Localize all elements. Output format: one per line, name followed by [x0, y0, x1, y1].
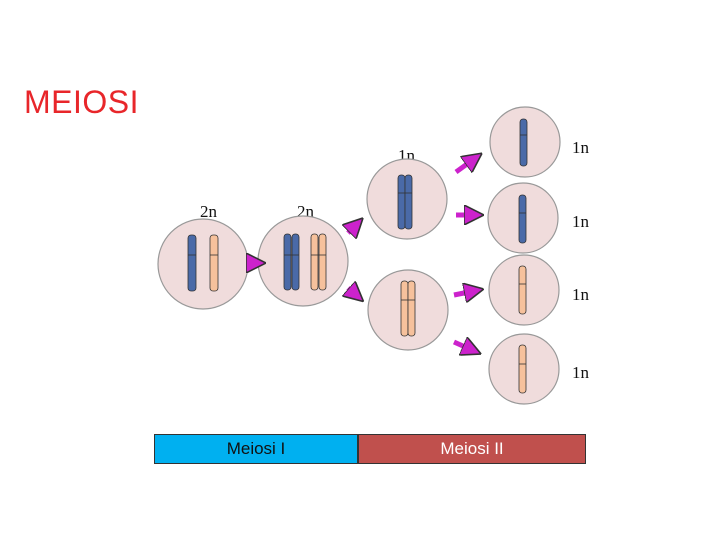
chromatid-peach [318, 233, 327, 291]
chromatid-peach [400, 280, 409, 337]
chromosome-blue [518, 194, 527, 244]
chromosome-peach [518, 265, 527, 315]
arrow-icon [348, 288, 356, 295]
cell-gamete-3 [488, 254, 560, 326]
cell-gamete-2 [487, 182, 559, 254]
arrow-icon [453, 291, 474, 295]
chromosome-blue [187, 234, 197, 292]
arrow-icon [452, 342, 472, 350]
ploidy-label-parent: 2n [200, 202, 217, 221]
cell-replicated [257, 215, 349, 307]
arrow-icon [454, 159, 474, 175]
ploidy-label-gamete-1: 1n [572, 138, 589, 157]
chromatid-blue [291, 233, 300, 291]
arrows [248, 159, 474, 350]
phase-bar-meiosis-1: Meiosi I [154, 434, 358, 464]
ploidy-label-gamete-2: 1n [572, 212, 589, 231]
chromosome-blue [519, 118, 528, 167]
cell-meiosis1-blue [366, 158, 448, 240]
cell-parent [157, 218, 249, 310]
ploidy-label-gamete-4: 1n [572, 363, 589, 382]
chromatid-peach [407, 280, 416, 337]
chromatid-peach [310, 233, 319, 291]
chromosome-peach [209, 234, 219, 292]
page-title: MEIOSI [24, 84, 140, 120]
chromosome-peach [518, 344, 527, 394]
cell-gamete-4 [488, 333, 560, 405]
chromatid-blue [404, 174, 413, 230]
chromatid-blue [397, 174, 406, 230]
phase-bar-meiosis-2: Meiosi II [358, 434, 586, 464]
arrow-icon [348, 225, 356, 233]
ploidy-label-gamete-3: 1n [572, 285, 589, 304]
chromatid-blue [283, 233, 292, 291]
cell-meiosis1-peach [367, 269, 449, 351]
cell-gamete-1 [489, 106, 561, 178]
